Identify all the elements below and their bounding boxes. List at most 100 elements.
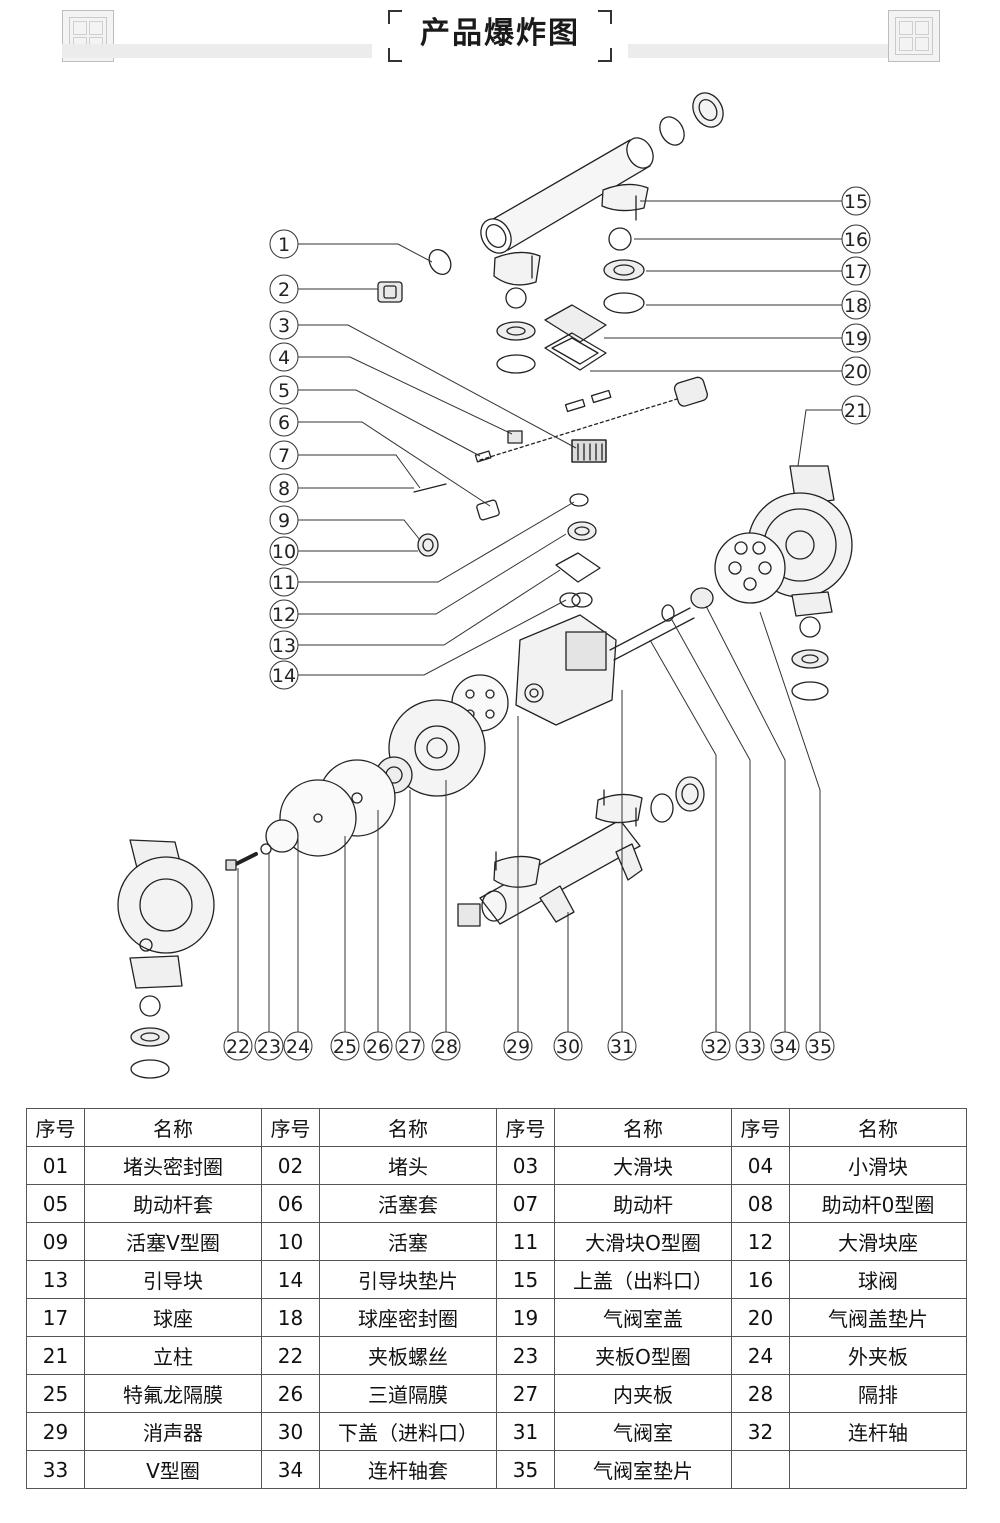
callout-29: 29 xyxy=(503,1031,533,1061)
callout-number: 13 xyxy=(272,635,296,657)
callout-25: 25 xyxy=(330,1031,360,1061)
callout-number: 7 xyxy=(278,445,290,467)
part-number-cell: 34 xyxy=(261,1450,320,1489)
upper-right-ball-valve-set xyxy=(603,227,645,314)
callout-21: 21 xyxy=(841,395,871,425)
part-name-cell: 特氟龙隔膜 xyxy=(84,1374,262,1413)
title-bracket xyxy=(598,48,612,62)
column-header: 名称 xyxy=(554,1108,732,1147)
callout-number: 31 xyxy=(610,1036,634,1058)
pump-parts-drawing xyxy=(117,92,853,1079)
callout-7: 7 xyxy=(269,440,299,470)
callout-4: 4 xyxy=(269,342,299,372)
callout-32: 32 xyxy=(701,1031,731,1061)
callout-number: 11 xyxy=(272,572,296,594)
header-rule-left xyxy=(62,44,372,58)
callout-number: 14 xyxy=(272,665,296,687)
callout-8: 8 xyxy=(269,473,299,503)
part-name-cell: 外夹板 xyxy=(789,1336,967,1375)
title-bracket xyxy=(388,10,402,24)
callout-number: 17 xyxy=(844,261,868,283)
callout-31: 31 xyxy=(607,1031,637,1061)
part-name-cell: 隔排 xyxy=(789,1374,967,1413)
part-name-cell: 内夹板 xyxy=(554,1374,732,1413)
part-name-cell: 助动杆 xyxy=(554,1184,732,1223)
callout-9: 9 xyxy=(269,505,299,535)
callout-26: 26 xyxy=(363,1031,393,1061)
callout-3: 3 xyxy=(269,310,299,340)
part-number-cell: 23 xyxy=(496,1336,555,1375)
part-number-cell: 11 xyxy=(496,1222,555,1261)
part-name-cell: 下盖（进料口） xyxy=(319,1412,497,1451)
callout-15: 15 xyxy=(841,186,871,216)
callout-number: 28 xyxy=(434,1036,458,1058)
part-number-cell: 08 xyxy=(731,1184,790,1223)
callout-16: 16 xyxy=(841,224,871,254)
callout-19: 19 xyxy=(841,323,871,353)
column-header: 序号 xyxy=(26,1108,85,1147)
page-header: 产品爆炸图 xyxy=(0,0,1000,75)
part-number-cell: 10 xyxy=(261,1222,320,1261)
callout-number: 22 xyxy=(226,1036,250,1058)
right-pump-body xyxy=(714,465,853,701)
part-name-cell: 夹板O型圈 xyxy=(554,1336,732,1375)
part-number-cell: 17 xyxy=(26,1298,85,1337)
table-header-row: 序号名称序号名称序号名称序号名称 xyxy=(26,1108,967,1147)
part-number-cell xyxy=(731,1450,790,1489)
callout-number: 35 xyxy=(808,1036,832,1058)
part-number-cell: 33 xyxy=(26,1450,85,1489)
part-name-cell: 活塞V型圈 xyxy=(84,1222,262,1261)
column-header: 名称 xyxy=(789,1108,967,1147)
callout-number: 12 xyxy=(272,604,296,626)
part-number-cell: 12 xyxy=(731,1222,790,1261)
upper-ball-valve-set xyxy=(496,287,536,374)
callout-13: 13 xyxy=(269,630,299,660)
part-number-cell: 25 xyxy=(26,1374,85,1413)
decorative-seal-right xyxy=(888,10,940,62)
callout-number: 21 xyxy=(844,400,868,422)
callout-12: 12 xyxy=(269,599,299,629)
callout-10: 10 xyxy=(269,536,299,566)
part-name-cell: 引导块垫片 xyxy=(319,1260,497,1299)
part-number-cell: 30 xyxy=(261,1412,320,1451)
part-number-cell: 28 xyxy=(731,1374,790,1413)
callout-number: 8 xyxy=(278,478,290,500)
callout-number: 1 xyxy=(278,234,290,256)
column-header: 序号 xyxy=(496,1108,555,1147)
part-name-cell: 气阀室 xyxy=(554,1412,732,1451)
part-number-cell: 22 xyxy=(261,1336,320,1375)
callout-number: 26 xyxy=(366,1036,390,1058)
callout-number: 18 xyxy=(844,295,868,317)
part-name-cell: 活塞套 xyxy=(319,1184,497,1223)
part-name-cell: 连杆轴套 xyxy=(319,1450,497,1489)
part-name-cell: V型圈 xyxy=(84,1450,262,1489)
callout-number: 20 xyxy=(844,361,868,383)
callout-number: 2 xyxy=(278,279,290,301)
column-header: 名称 xyxy=(319,1108,497,1147)
callout-17: 17 xyxy=(841,256,871,286)
page-title: 产品爆炸图 xyxy=(420,16,580,51)
part-name-cell: 连杆轴 xyxy=(789,1412,967,1451)
callout-14: 14 xyxy=(269,660,299,690)
valve-slide-assembly xyxy=(413,376,708,608)
callout-34: 34 xyxy=(770,1031,800,1061)
part-number-cell: 19 xyxy=(496,1298,555,1337)
part-number-cell: 03 xyxy=(496,1146,555,1185)
part-number-cell: 15 xyxy=(496,1260,555,1299)
title-bracket xyxy=(598,10,612,24)
top-manifold xyxy=(480,92,724,286)
callout-number: 32 xyxy=(704,1036,728,1058)
leader-lines xyxy=(237,200,842,1032)
part-name-cell: 球阀 xyxy=(789,1260,967,1299)
callout-number: 5 xyxy=(278,380,290,402)
callout-number: 4 xyxy=(278,347,290,369)
callout-number: 34 xyxy=(773,1036,797,1058)
callout-11: 11 xyxy=(269,567,299,597)
part-number-cell: 21 xyxy=(26,1336,85,1375)
